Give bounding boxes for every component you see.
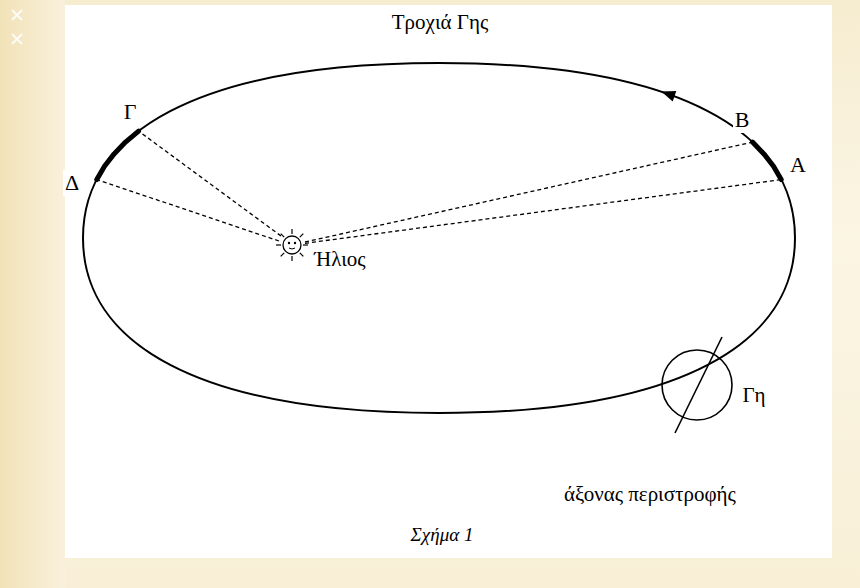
point-label: Γ	[122, 99, 139, 124]
sun-label: Ήλιος	[312, 247, 367, 271]
earth-orbit	[83, 63, 795, 413]
rotation-axis	[675, 337, 722, 433]
orbit-arc	[97, 131, 139, 180]
figure-caption: Σχήμα 1	[409, 524, 476, 546]
point-label: Α	[788, 152, 808, 177]
direction-arrow	[661, 91, 676, 101]
orbit-arc	[753, 142, 782, 180]
slide-ornament	[12, 10, 22, 44]
earth-label: Γη	[740, 383, 767, 407]
point-label: Δ	[63, 170, 81, 195]
sun-symbol	[276, 229, 308, 261]
axis-label: άξονας περιστροφής	[562, 482, 738, 506]
earth-circle	[662, 350, 732, 420]
slide-margin	[0, 0, 65, 588]
radius-lines	[97, 131, 781, 243]
white-panel	[65, 5, 832, 558]
point-label: Β	[733, 107, 752, 132]
orbit-title: Τροχιά Γης	[390, 10, 490, 34]
